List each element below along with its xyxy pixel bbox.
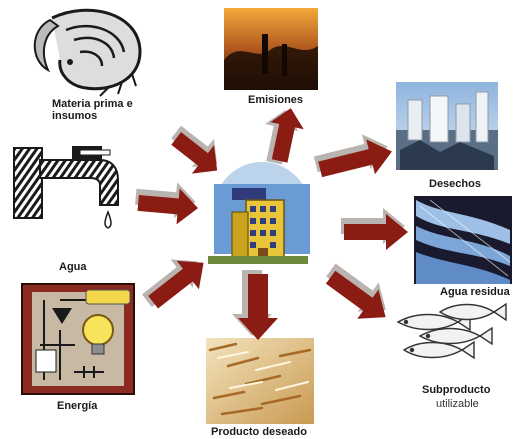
label-emisiones: Emisiones (248, 94, 304, 106)
fish-icon (396, 302, 507, 360)
arrow-desechos-out (313, 134, 392, 178)
arrow-emisiones-out (264, 108, 304, 165)
label-subproducto-sub: utilizable (436, 398, 479, 410)
product-photo (206, 338, 314, 424)
label-materia-prima: Materia prima e insumos (52, 98, 133, 122)
wastewater-icon (414, 196, 512, 284)
arrow-subproducto-out (325, 263, 386, 319)
arrows (135, 108, 408, 340)
label-desechos: Desechos (429, 178, 481, 190)
label-energia: Energía (57, 400, 98, 412)
label-subproducto: Subproducto (422, 384, 491, 396)
label-producto-deseado: Producto deseado (211, 426, 307, 438)
energy-icon (21, 283, 135, 395)
label-agua: Agua (59, 261, 87, 273)
shrimp-icon (33, 8, 142, 97)
label-agua-residual: Agua residua (440, 286, 510, 298)
faucet-icon (13, 146, 119, 229)
arrow-producto-out (232, 270, 278, 340)
waste-photo (396, 82, 498, 170)
arrow-agua-residual-out (341, 208, 408, 250)
arrow-materia-in (171, 125, 218, 174)
arrow-energia-in (141, 259, 204, 309)
arrow-agua-in (135, 182, 198, 225)
building-icon (208, 162, 310, 264)
emissions-photo (224, 8, 318, 90)
